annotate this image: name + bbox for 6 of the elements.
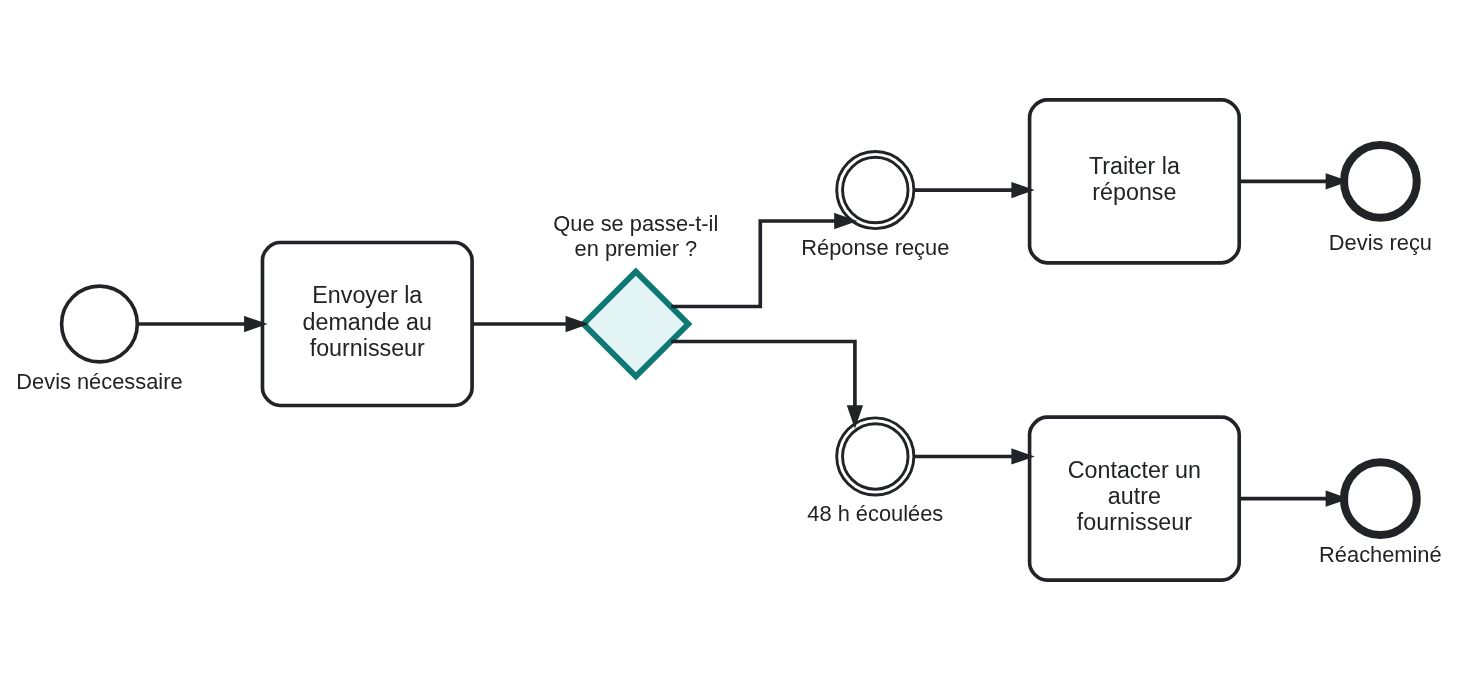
- node-label: Réponse reçue: [801, 234, 950, 260]
- node-label: 48 h écoulées: [807, 501, 944, 527]
- node-label: Devis reçu: [1328, 230, 1432, 256]
- node-label: Que se passe-t-il en premier ?: [553, 210, 719, 261]
- node-label: Réacheminé: [1319, 541, 1442, 567]
- node-label: Devis nécessaire: [16, 368, 183, 394]
